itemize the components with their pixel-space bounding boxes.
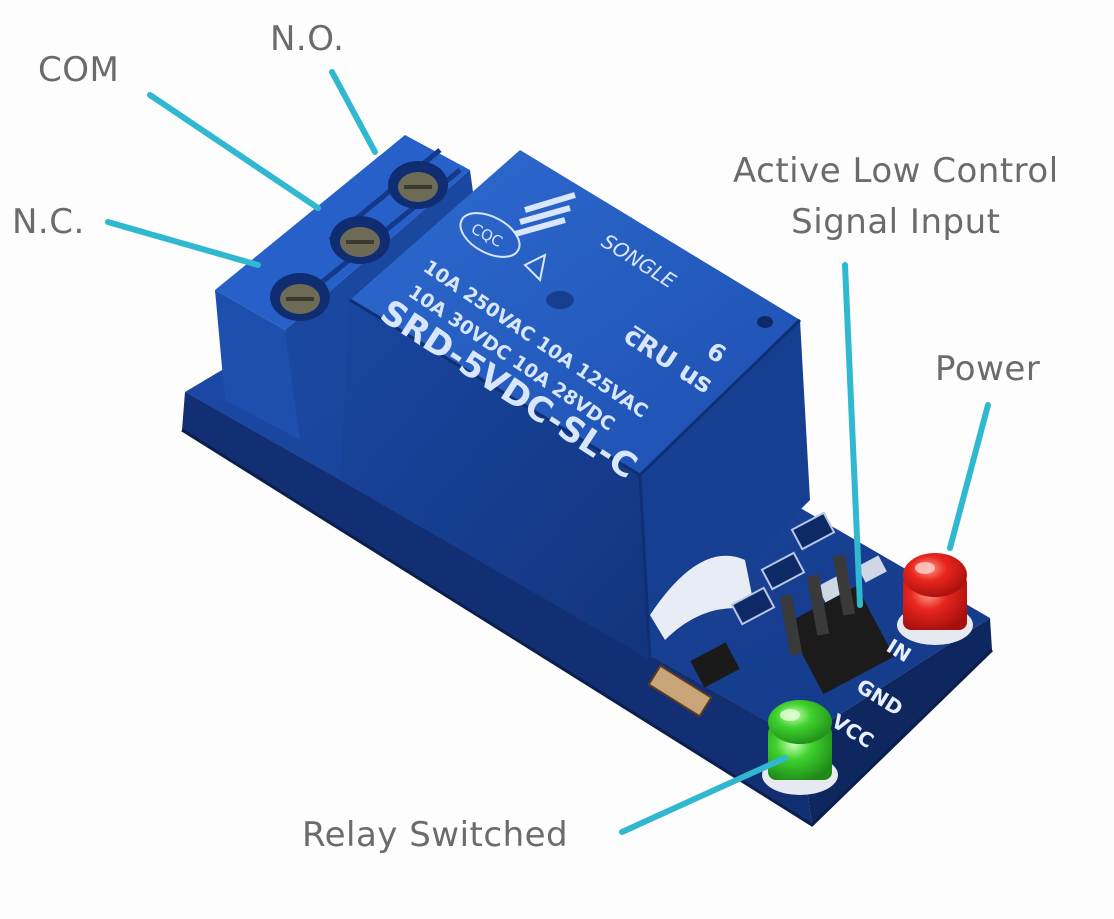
terminal-screw-no (388, 161, 448, 209)
smd-components (647, 511, 887, 718)
callout-lines (105, 69, 991, 835)
leader-line-com (147, 92, 321, 211)
label-relay-switched: Relay Switched (302, 815, 569, 855)
label-common: COM (38, 50, 120, 90)
songle-logo-icon (514, 192, 576, 237)
leader-line-relay-switched (619, 755, 788, 835)
warning-triangle-icon (523, 253, 547, 283)
leader-line-nc (105, 219, 261, 268)
label-active-low-control: Active Low Control Signal Input (733, 146, 1059, 248)
leader-line-power (947, 402, 991, 551)
header-pins (779, 554, 895, 695)
leader-line-active-low (842, 262, 863, 608)
label-active-low-line-1: Active Low Control (733, 151, 1059, 191)
terminal-screw-nc (270, 273, 330, 321)
label-normally-closed: N.C. (12, 202, 85, 242)
relay-switched-led (762, 700, 838, 795)
terminal-screw-com (330, 216, 390, 264)
power-led (897, 553, 973, 645)
label-normally-open: N.O. (270, 19, 345, 59)
label-power: Power (935, 349, 1041, 389)
diode (647, 664, 713, 718)
label-active-low-line-2: Signal Input (791, 202, 1001, 242)
transistor-chip (690, 642, 740, 688)
leader-line-no (329, 69, 378, 155)
